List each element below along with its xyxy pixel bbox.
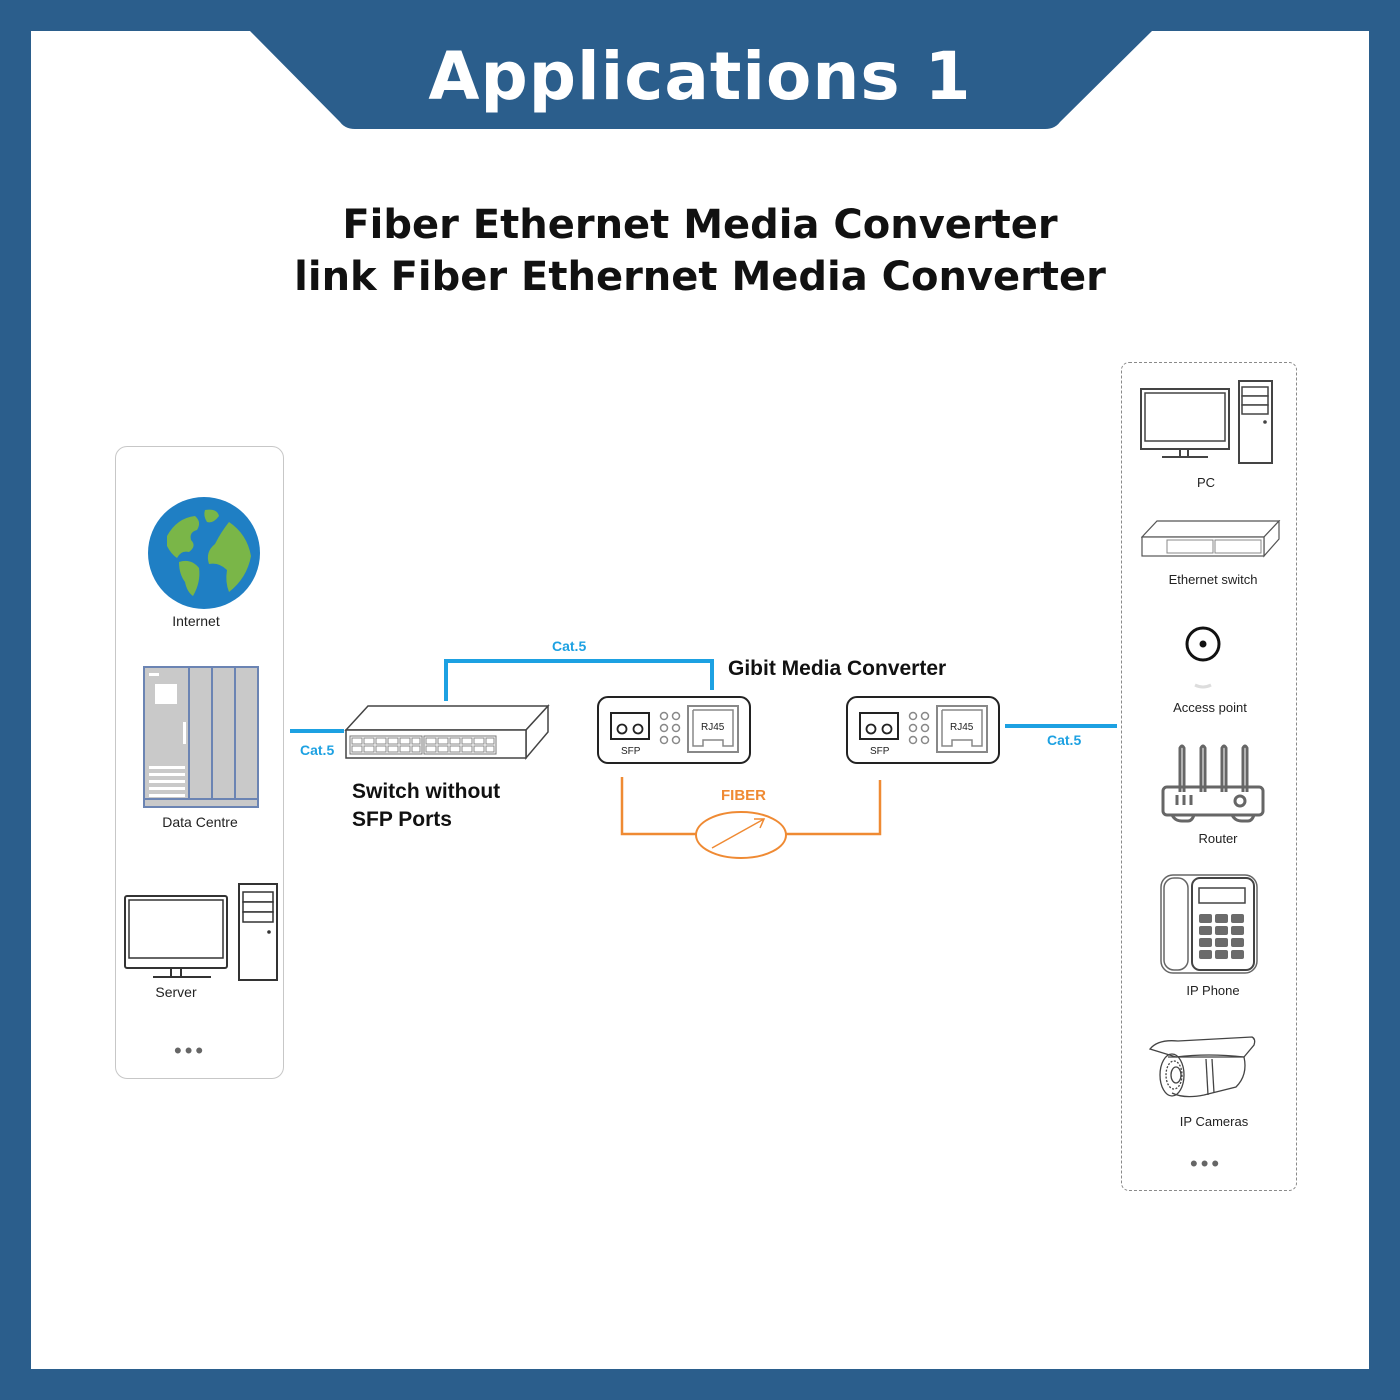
media-converter-icon [846, 696, 1000, 764]
ip-phone-label: IP Phone [1186, 983, 1240, 998]
cat5-label-top: Cat.5 [552, 638, 587, 654]
rj45-port-label: RJ45 [950, 722, 974, 733]
converter-title: Gibit Media Converter [728, 657, 947, 680]
fiber-link-icon [695, 811, 787, 859]
router-label: Router [1198, 831, 1238, 846]
network-switch-icon [1141, 520, 1281, 558]
rj45-port-label: RJ45 [701, 722, 725, 733]
fiber-arrow-icon [711, 818, 765, 849]
data-centre-label: Data Centre [162, 814, 238, 830]
desktop-computer-icon [124, 883, 278, 981]
media-converter-right: SFP RJ45 [846, 696, 1000, 764]
ip-camera-icon [1148, 1036, 1256, 1098]
switch-label-line2: SFP Ports [352, 808, 452, 831]
diagram-subtitle-line2: link Fiber Ethernet Media Converter [294, 254, 1106, 300]
pc-label: PC [1196, 475, 1216, 490]
desktop-computer-icon [1140, 380, 1273, 464]
ip-phone-icon [1160, 874, 1258, 974]
more-sources-indicator: ••• [174, 1038, 207, 1063]
cat5-cable-top [444, 659, 714, 701]
fiber-label: FIBER [721, 787, 766, 804]
router-icon [1161, 744, 1265, 823]
media-converter-left: SFP RJ45 [597, 696, 751, 764]
network-switch-icon [344, 704, 550, 761]
fiber-cable-right [786, 780, 882, 836]
media-converter-icon [597, 696, 751, 764]
access-point-label: Access point [1173, 700, 1247, 715]
diagram-subtitle-line1: Fiber Ethernet Media Converter [342, 202, 1058, 248]
cat5-label-left: Cat.5 [300, 742, 335, 758]
page-title: Applications 1 [428, 38, 972, 115]
internet-label: Internet [172, 613, 220, 629]
switch-label-line1: Switch without [352, 780, 501, 803]
fiber-cable [620, 777, 696, 836]
server-rack-icon [143, 666, 259, 808]
cat5-label-right: Cat.5 [1047, 732, 1082, 748]
server-label: Server [155, 984, 197, 1000]
more-endpoints-indicator: ••• [1190, 1151, 1223, 1176]
title-banner [0, 0, 1400, 129]
access-point-icon [1185, 626, 1221, 689]
endpoint-devices-panel [1121, 362, 1297, 1191]
ethernet-switch-label: Ethernet switch [1168, 572, 1258, 587]
globe-icon [148, 497, 260, 609]
sfp-port-label: SFP [870, 746, 890, 757]
sfp-port-label: SFP [621, 746, 641, 757]
ip-cameras-label: IP Cameras [1179, 1114, 1249, 1129]
